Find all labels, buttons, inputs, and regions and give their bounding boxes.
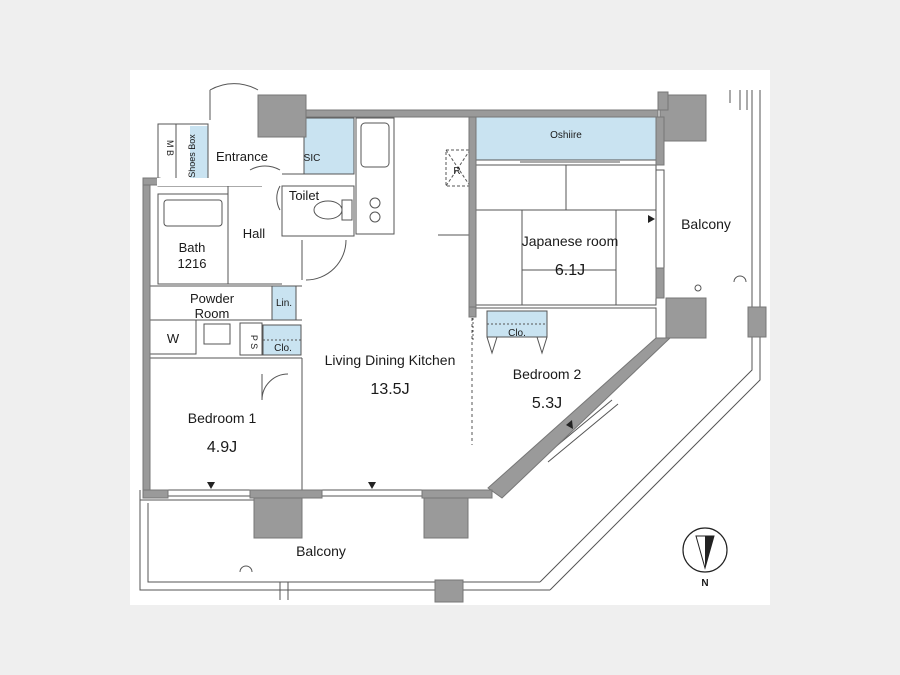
wall-south-2 (249, 489, 323, 499)
japanese-room-size: 6.1J (555, 262, 585, 279)
wall-entrance-west (157, 178, 262, 186)
oshiire-area (476, 117, 656, 160)
wall-interior-2 (468, 306, 477, 318)
north-arrow-icon: N (682, 527, 728, 589)
arrow-icon (648, 215, 655, 223)
wall-south-column-1 (253, 497, 303, 539)
refrigerator-label: R (453, 166, 460, 177)
ldk-label: Living Dining Kitchen (325, 352, 456, 368)
wall-north-2 (305, 109, 659, 118)
walls (142, 91, 767, 603)
ldk-size: 13.5J (370, 381, 409, 398)
closet-1-label: Clo. (274, 343, 292, 354)
bath-size-label: 1216 (178, 256, 207, 271)
wall-south-1 (142, 489, 169, 499)
arrow-icon (566, 420, 573, 429)
arrows (207, 215, 655, 489)
wall-east-column (665, 297, 707, 339)
closet-1-area (263, 325, 301, 355)
wall-east-small (747, 306, 767, 338)
bedroom-2-size: 5.3J (532, 395, 562, 412)
shoes-box-label: Shoes Box (187, 134, 197, 178)
closet-2-label: Clo. (508, 328, 526, 339)
balcony-south-label: Balcony (296, 543, 346, 559)
arrow-icon (207, 482, 215, 489)
bath-label: Bath (179, 240, 206, 255)
wall-south-column-3 (434, 579, 464, 603)
wall-south-3 (421, 489, 493, 499)
linen-area (272, 286, 296, 320)
balcony-east-label: Balcony (681, 216, 731, 232)
wall-diagonal (487, 337, 672, 499)
wall-interior-1 (468, 116, 477, 308)
japanese-room-label: Japanese room (522, 233, 619, 249)
shoes-box-area (190, 126, 208, 186)
arrow-icon (368, 482, 376, 489)
wall-east-2 (655, 267, 665, 299)
hall-label: Hall (243, 226, 266, 241)
entrance-label: Entrance (216, 149, 268, 164)
wall-east (655, 116, 665, 166)
mb-label: M B (165, 140, 175, 156)
wall-ne-column-2 (657, 91, 669, 111)
ps-label: P S (249, 335, 259, 349)
bedroom-1-label: Bedroom 1 (188, 410, 257, 426)
wall-west (142, 177, 151, 499)
washer-label: W (167, 331, 180, 346)
floor-plan: N M B Shoes Box Entrance SIC R Toilet Ha… (130, 70, 770, 605)
toilet-label: Toilet (289, 188, 320, 203)
balcony-outline (139, 90, 761, 600)
wall-south-column-2 (423, 497, 469, 539)
linen-label: Lin. (276, 298, 292, 309)
room-labels: M B Shoes Box Entrance SIC R Toilet Hall… (165, 130, 731, 559)
powder-room-label-1: Powder (190, 291, 235, 306)
sic-label: SIC (304, 153, 321, 164)
oshiire-label: Oshiire (550, 130, 582, 141)
bedroom-1-size: 4.9J (207, 439, 237, 456)
bedroom-2-label: Bedroom 2 (513, 366, 582, 382)
compass-label: N (701, 578, 708, 589)
sic-area (304, 118, 354, 174)
wall-north-1 (257, 94, 307, 138)
powder-room-label-2: Room (195, 306, 230, 321)
floor-plan-drawing: N M B Shoes Box Entrance SIC R Toilet Ha… (139, 83, 767, 603)
